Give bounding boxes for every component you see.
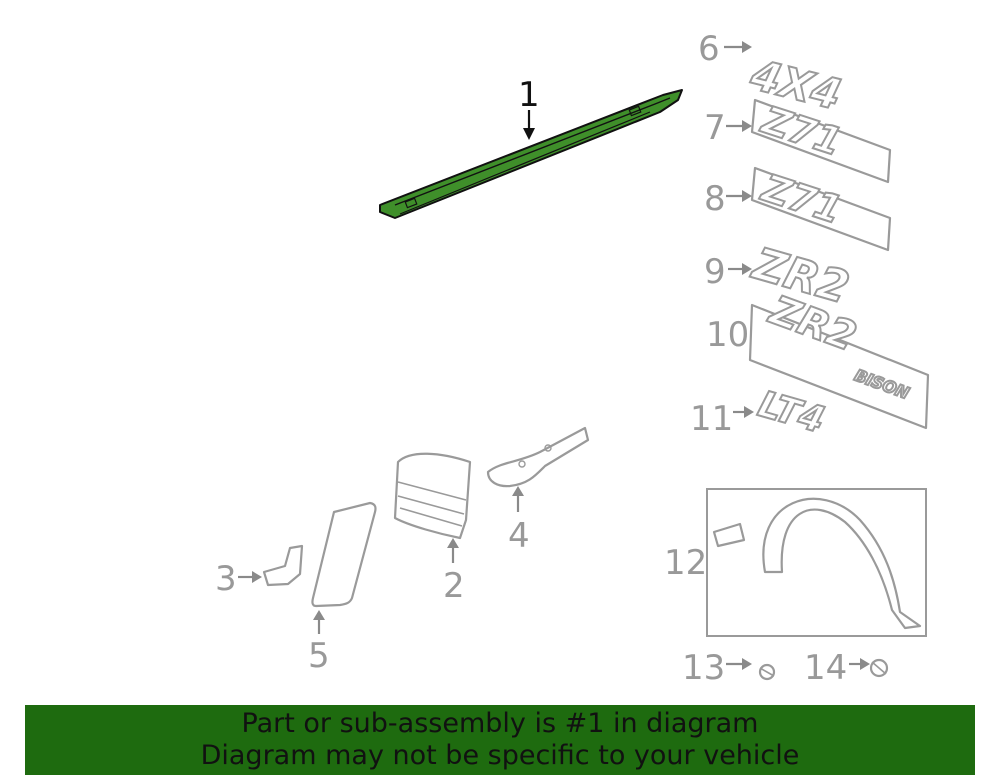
part-1-highlighted[interactable] bbox=[379, 89, 683, 219]
callout-2: 2 bbox=[443, 566, 465, 606]
callout-12: 12 bbox=[664, 543, 707, 583]
banner-line-1: Part or sub-assembly is #1 in diagram bbox=[241, 708, 759, 739]
callout-13: 13 bbox=[682, 648, 725, 688]
callout-13-arrowhead bbox=[742, 658, 752, 670]
part-4-bracket[interactable] bbox=[486, 426, 590, 488]
part-11-badge[interactable]: LT4 bbox=[753, 383, 830, 443]
callout-11: 11 bbox=[690, 399, 733, 439]
callout-9: 9 bbox=[704, 252, 726, 292]
part-12-flare-kit[interactable] bbox=[706, 488, 927, 637]
callout-9-arrowhead bbox=[742, 263, 752, 275]
callout-14: 14 bbox=[804, 648, 847, 688]
callout-14-arrowhead bbox=[860, 658, 870, 670]
callout-5-arrowhead bbox=[313, 610, 325, 620]
callout-11-arrowhead bbox=[744, 406, 754, 418]
part-14-clip[interactable] bbox=[869, 658, 889, 678]
callout-1-arrowhead bbox=[523, 128, 535, 140]
callout-7-arrowhead bbox=[742, 120, 752, 132]
part-8-badge[interactable]: Z71 bbox=[750, 164, 892, 252]
callout-6-arrowhead bbox=[742, 41, 752, 53]
badge-8-text: Z71 bbox=[756, 165, 847, 232]
callout-10: 10 bbox=[706, 315, 749, 355]
part-13-bolt[interactable] bbox=[758, 663, 776, 681]
part-5-panel[interactable] bbox=[311, 501, 377, 608]
callout-2-arrowhead bbox=[447, 538, 459, 548]
callout-7: 7 bbox=[704, 108, 726, 148]
callout-3: 3 bbox=[215, 559, 237, 599]
callout-8-arrowhead bbox=[742, 190, 752, 202]
callout-6: 6 bbox=[698, 29, 720, 69]
callout-4: 4 bbox=[508, 516, 530, 556]
badge-11-text: LT4 bbox=[754, 384, 829, 442]
callout-4-arrowhead bbox=[512, 486, 524, 496]
part-3-bracket[interactable] bbox=[262, 544, 304, 587]
info-banner: Part or sub-assembly is #1 in diagram Di… bbox=[25, 705, 975, 775]
banner-line-2: Diagram may not be specific to your vehi… bbox=[200, 740, 800, 771]
callout-5: 5 bbox=[308, 636, 330, 676]
part-2-mudflap[interactable] bbox=[393, 452, 472, 540]
callout-8: 8 bbox=[704, 179, 726, 219]
callout-1: 1 bbox=[518, 75, 540, 115]
callout-3-arrowhead bbox=[252, 571, 262, 583]
